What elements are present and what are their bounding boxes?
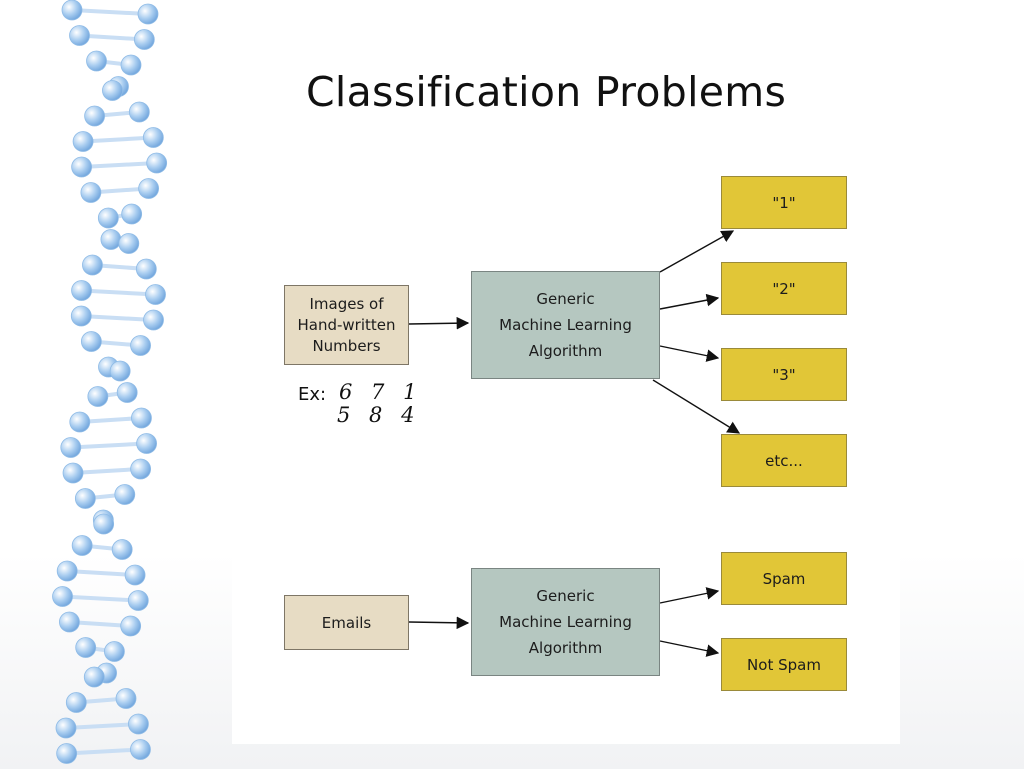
- output-box-spam-label: Spam: [762, 569, 806, 588]
- output-box-not-spam: Not Spam: [721, 638, 847, 691]
- dna-sphere: [109, 360, 131, 382]
- output-box-1: "1": [721, 176, 847, 229]
- dna-sphere: [80, 331, 102, 352]
- algorithm-box-1: Generic Machine Learning Algorithm: [471, 271, 660, 379]
- dna-rung: [66, 747, 141, 756]
- dna-sphere: [137, 3, 159, 25]
- dna-sphere: [69, 411, 91, 433]
- dna-sphere: [127, 590, 149, 611]
- dna-sphere: [86, 50, 107, 72]
- dna-sphere: [59, 611, 80, 633]
- dna-rung: [71, 8, 149, 16]
- dna-sphere: [111, 539, 133, 560]
- dna-rung: [81, 314, 154, 322]
- handwritten-digits-row-2: 5 8 4: [337, 403, 421, 427]
- dna-sphere: [84, 105, 105, 127]
- dna-rung: [81, 161, 157, 169]
- input-box-images: Images of Hand-written Numbers: [284, 285, 409, 365]
- dna-sphere: [135, 258, 157, 280]
- dna-rung: [82, 135, 154, 144]
- dna-sphere: [142, 127, 164, 148]
- example-label: Ex:: [298, 384, 327, 405]
- dna-sphere: [97, 207, 119, 229]
- slide-title: Classification Problems: [306, 68, 787, 116]
- algorithm-box-2-label: Generic Machine Learning Algorithm: [499, 587, 632, 657]
- dna-sphere: [138, 178, 160, 199]
- output-box-2-label: "2": [772, 279, 796, 298]
- dna-sphere: [128, 713, 149, 735]
- dna-sphere: [145, 284, 166, 305]
- dna-sphere: [82, 254, 103, 276]
- algorithm-box-1-label: Generic Machine Learning Algorithm: [499, 290, 632, 360]
- dna-sphere: [56, 743, 78, 764]
- dna-sphere: [69, 25, 90, 46]
- dna-sphere: [131, 407, 152, 429]
- dna-sphere: [133, 29, 155, 50]
- dna-sphere: [100, 229, 122, 250]
- dna-sphere: [52, 586, 73, 607]
- dna-helix-decoration: [52, 0, 168, 764]
- dna-sphere: [115, 688, 137, 709]
- dna-sphere: [120, 615, 142, 637]
- output-box-not-spam-label: Not Spam: [747, 655, 821, 674]
- dna-sphere: [124, 564, 146, 586]
- dna-rung: [65, 722, 139, 730]
- dna-sphere: [62, 462, 84, 484]
- dna-sphere: [83, 666, 105, 688]
- output-box-3: "3": [721, 348, 847, 401]
- dna-sphere: [93, 513, 115, 535]
- dna-sphere: [61, 0, 83, 21]
- dna-rung: [72, 467, 141, 475]
- input-box-emails-label: Emails: [321, 613, 372, 632]
- algorithm-box-2: Generic Machine Learning Algorithm: [471, 568, 660, 676]
- input-box-emails: Emails: [284, 595, 409, 650]
- dna-sphere: [87, 386, 109, 407]
- dna-sphere: [103, 641, 125, 662]
- dna-sphere: [128, 101, 150, 123]
- dna-sphere: [121, 203, 143, 225]
- output-box-etc-label: etc...: [765, 451, 803, 470]
- output-box-spam: Spam: [721, 552, 847, 605]
- dna-sphere: [102, 80, 123, 101]
- dna-sphere: [60, 437, 82, 458]
- dna-rung: [62, 594, 139, 603]
- dna-sphere: [71, 280, 92, 301]
- dna-rung: [79, 33, 145, 42]
- dna-sphere: [130, 335, 151, 356]
- dna-rung: [67, 569, 136, 577]
- dna-sphere: [130, 458, 152, 480]
- output-box-3-label: "3": [772, 365, 796, 384]
- dna-sphere: [146, 152, 168, 174]
- dna-sphere: [71, 535, 93, 556]
- dna-sphere: [72, 131, 94, 152]
- output-box-2: "2": [721, 262, 847, 315]
- input-box-images-label: Images of Hand-written Numbers: [297, 294, 396, 355]
- dna-sphere: [143, 309, 164, 331]
- dna-sphere: [118, 233, 140, 254]
- dna-sphere: [70, 305, 92, 327]
- handwritten-digits-row-1: 6 7 1: [339, 380, 423, 404]
- dna-sphere: [120, 54, 142, 76]
- dna-sphere: [56, 560, 78, 582]
- dna-sphere: [116, 382, 138, 403]
- output-box-1-label: "1": [772, 193, 796, 212]
- dna-sphere: [136, 433, 157, 454]
- dna-sphere: [75, 637, 97, 658]
- dna-sphere: [114, 484, 136, 505]
- dna-rung: [70, 441, 147, 450]
- dna-sphere: [130, 739, 151, 760]
- dna-sphere: [80, 182, 102, 203]
- output-box-etc: etc...: [721, 434, 847, 487]
- dna-sphere: [65, 692, 87, 713]
- dna-sphere: [74, 488, 96, 509]
- dna-sphere: [55, 717, 77, 739]
- dna-sphere: [71, 156, 93, 178]
- dna-rung: [81, 288, 156, 297]
